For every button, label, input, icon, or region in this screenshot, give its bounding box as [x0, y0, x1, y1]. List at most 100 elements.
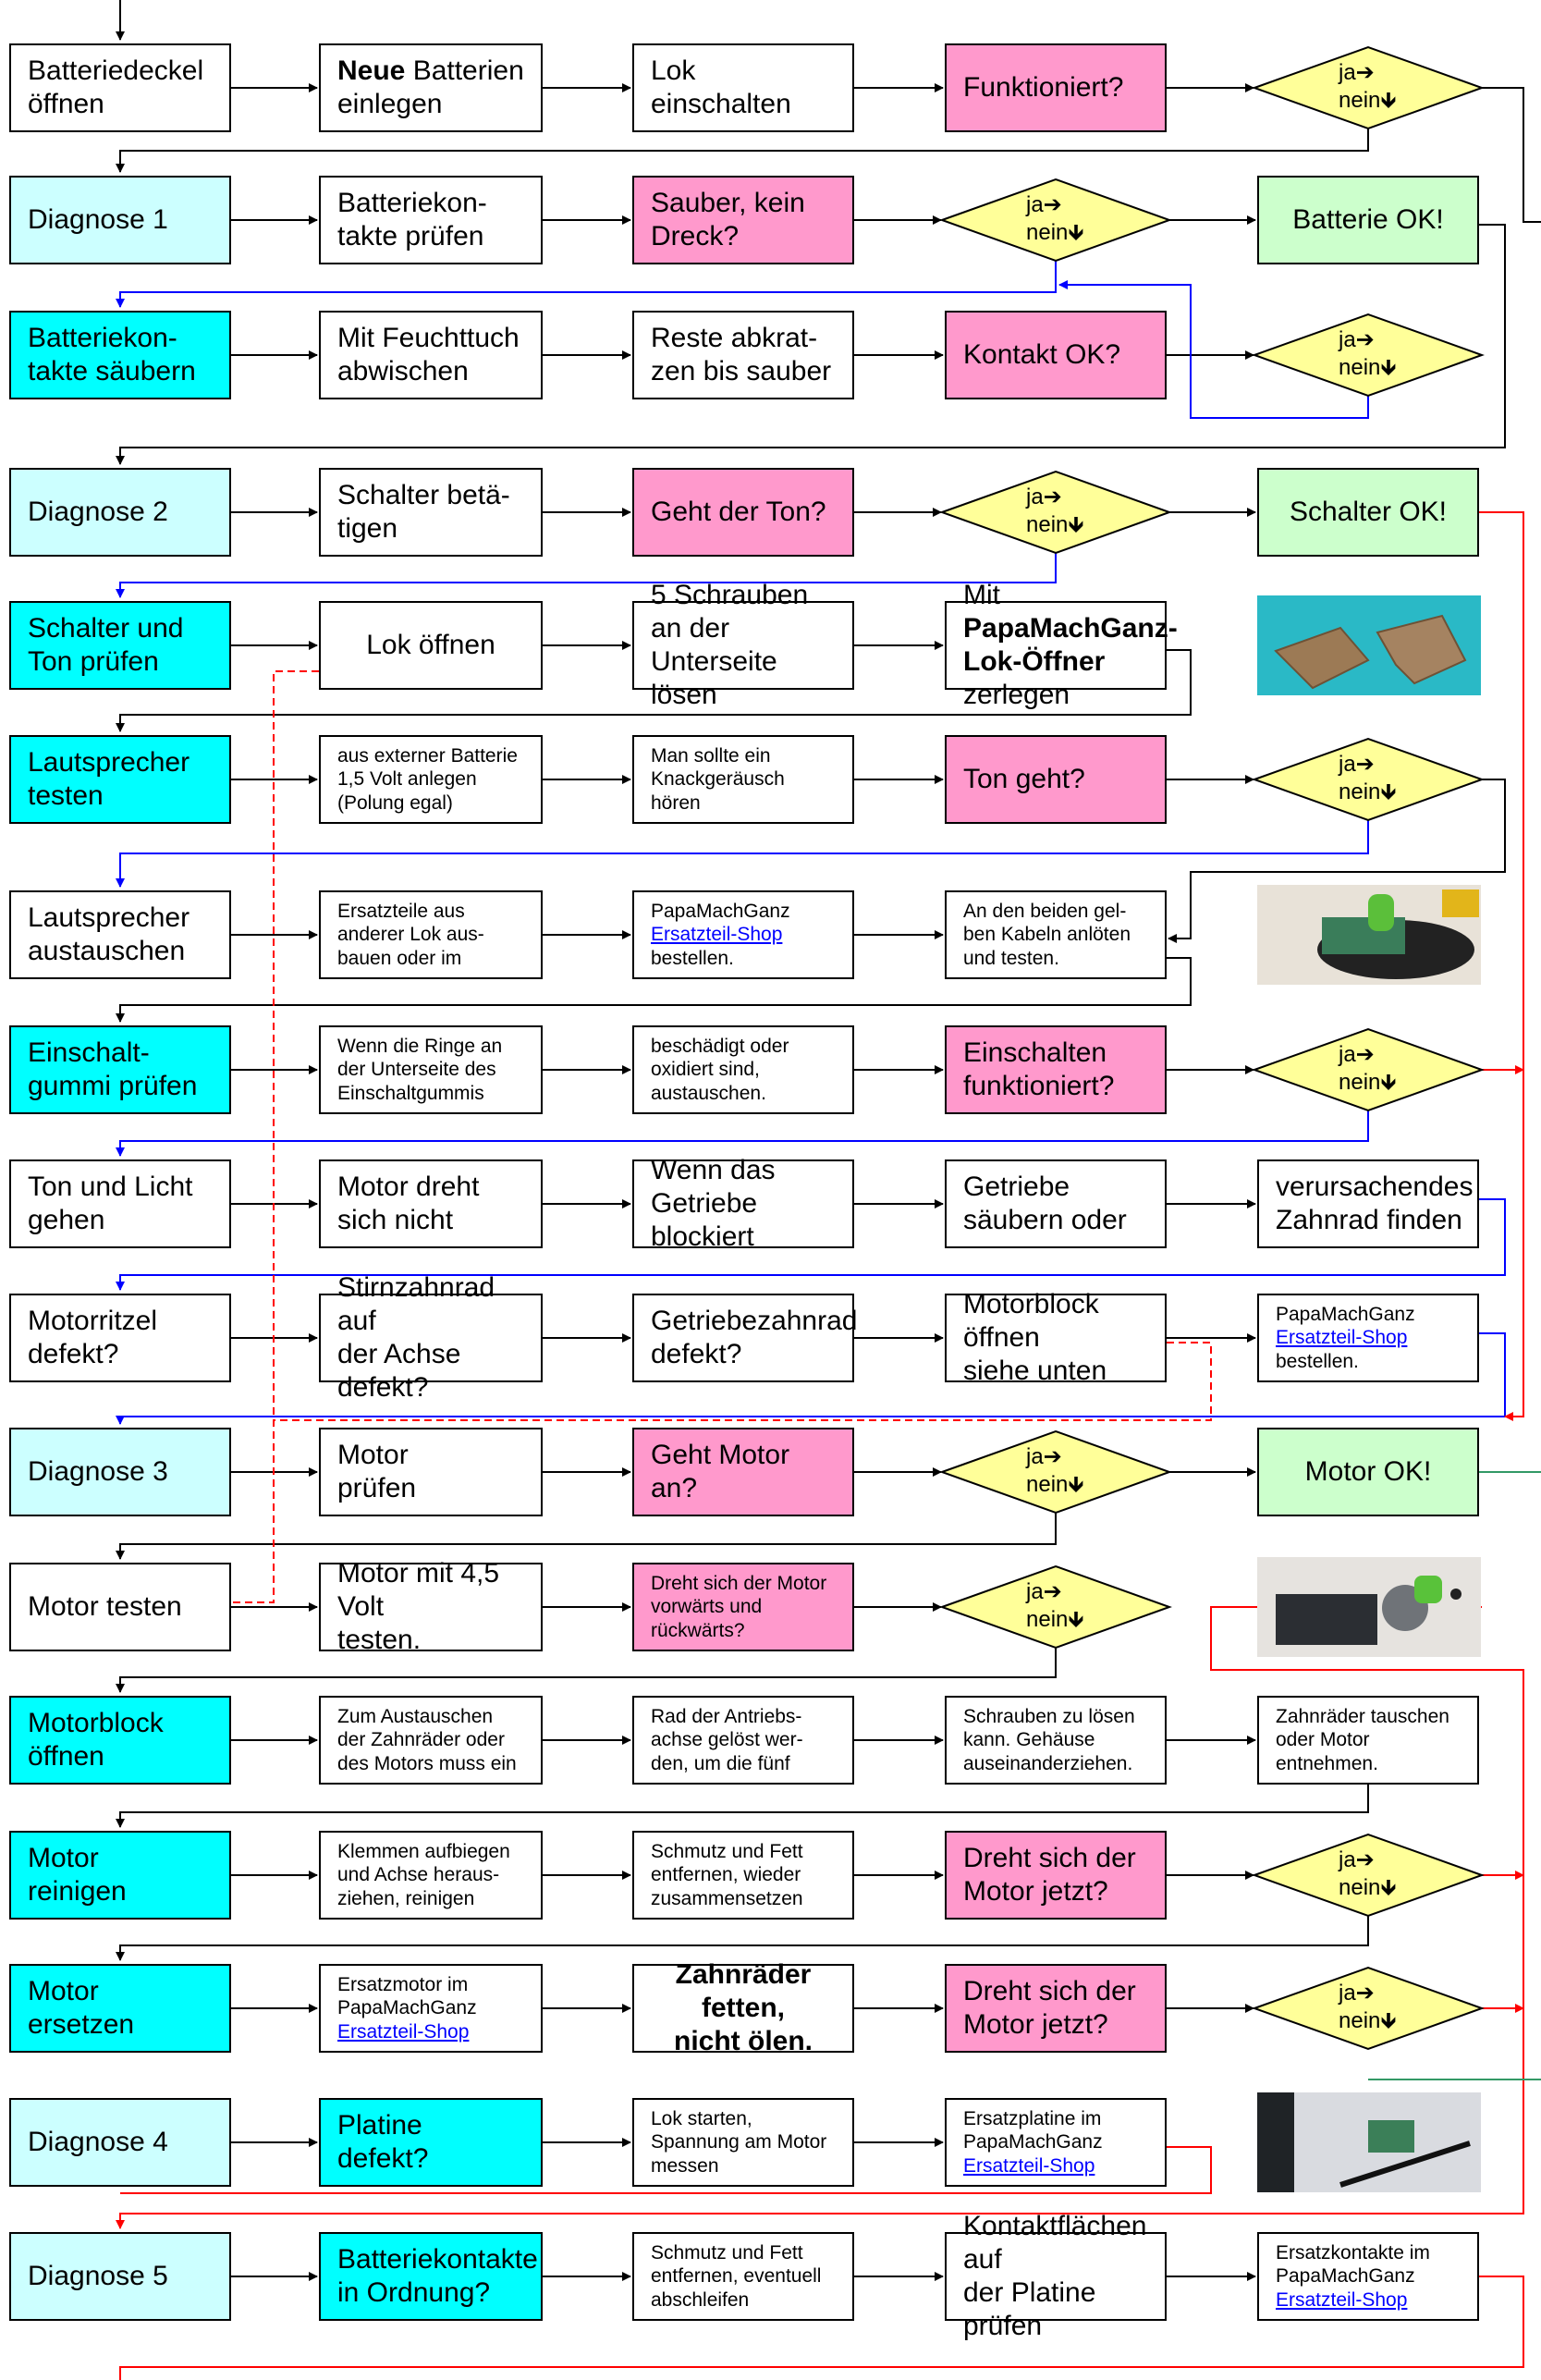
motorritzel-label-1: Motorritzel defekt? [28, 1306, 158, 1369]
motor-testen-box-3: Dreht sich der Motor vorwärts und rückwä… [632, 1563, 854, 1651]
motor-testen-box-1: Motor testen [9, 1563, 231, 1651]
diagnose-3-decision-diamond [939, 1429, 1172, 1515]
batteriedeckel-box-1: Batteriedeckel öffnen [9, 43, 231, 132]
diagnose-1-label-5: Batterie OK! [1292, 204, 1444, 235]
diagnose-5-box-2: Batteriekontakte in Ordnung? [319, 2232, 543, 2321]
ton-und-licht-box-5: verursachendes Zahnrad finden [1257, 1159, 1479, 1248]
schalter-ton-pruefen-box-1: Schalter und Ton prüfen [9, 601, 231, 690]
batteriedeckel-box-3: Lok einschalten [632, 43, 854, 132]
schalter-ton-pruefen-box-3: 5 Schrauben an der Unterseite lösen [632, 580, 854, 710]
diagnose-2-label-2: Schalter betä- tigen [337, 480, 510, 544]
diagnose-1-box-1: Diagnose 1 [9, 176, 231, 264]
lautsprecher-testen-label-1: Lautsprecher testen [28, 747, 190, 811]
label-part: PapaMachGanz [1276, 1304, 1415, 1326]
blue-arrow [116, 820, 1369, 888]
motorblock-oeffnen-label-4: Schrauben zu lösen kann. Gehäuse auseina… [963, 1706, 1135, 1774]
diagnose-1-label-1: Diagnose 1 [28, 204, 168, 235]
motor-ersetzen-box-4: Dreht sich der Motor jetzt? [945, 1964, 1167, 2053]
diagnose-2-label-5: Schalter OK! [1289, 497, 1448, 527]
motor-reinigen-box-3: Schmutz und Fett entfernen, wieder zusam… [632, 1831, 854, 1920]
batteriekontakte-saeubern-label-4: Kontakt OK? [963, 339, 1121, 370]
connector-arrow [1482, 87, 1541, 223]
ton-und-licht-label-1: Ton und Licht gehen [28, 1172, 193, 1235]
motor-reinigen-decision-diamond [1252, 1833, 1485, 1918]
batteriedeckel-box-2: Neue Batterien einlegen [319, 43, 543, 132]
einschaltgummi-pruefen-label-2: Wenn die Ringe an der Unterseite des Ein… [337, 1036, 503, 1104]
batteriedeckel-label-3: Lok einschalten [651, 55, 791, 119]
ton-und-licht-label-5: verursachendes Zahnrad finden [1276, 1172, 1474, 1235]
lautsprecher-austauschen-box-4: An den beiden gel- ben Kabeln anlöten un… [945, 890, 1167, 979]
lautsprecher-testen-label-3: Man sollte ein Knackgeräusch hören [651, 745, 785, 814]
ton-und-licht-label-2: Motor dreht sich nicht [337, 1172, 480, 1235]
diagnose-4-label-3: Lok starten, Spannung am Motor messen [651, 2108, 827, 2177]
connector-arrow [116, 1513, 1057, 1560]
lautsprecher-testen-box-4: Ton geht? [945, 735, 1167, 824]
diagnose-4-box-2: Platine defekt? [319, 2098, 543, 2187]
blue-arrow [116, 261, 1057, 308]
motor-ersetzen-decision-label: ja➔ nein🡻 [1339, 1981, 1397, 2033]
lautsprecher-austauschen-box-1: Lautsprecher austauschen [9, 890, 231, 979]
schalter-ton-pruefen-label-3: 5 Schrauben an der Unterseite lösen [651, 580, 809, 710]
diagnose-3-label-1: Diagnose 3 [28, 1456, 168, 1487]
motor-ersetzen-label-4: Dreht sich der Motor jetzt? [963, 1976, 1136, 2040]
motor-testen-box-2: Motor mit 4,5 Volt testen. [319, 1558, 543, 1655]
einschaltgummi-pruefen-box-4: Einschalten funktioniert? [945, 1025, 1167, 1114]
motor-reinigen-label-3: Schmutz und Fett entfernen, wieder zusam… [651, 1841, 803, 1909]
label-part: bestellen. [651, 947, 734, 969]
diagnose-1-box-2: Batteriekon- takte prüfen [319, 176, 543, 264]
label-part: PapaMachGanz- Lok-Öffner [963, 613, 1178, 677]
diagnose-5-label-4: Kontaktflächen auf der Platine prüfen [963, 2211, 1147, 2341]
shop-link[interactable]: Ersatzteil-Shop [963, 2154, 1095, 2177]
diagnose-3-box-3: Geht Motor an? [632, 1428, 854, 1516]
diagnose-5-box-3: Schmutz und Fett entfernen, eventuell ab… [632, 2232, 854, 2321]
ton-und-licht-box-4: Getriebe säubern oder [945, 1159, 1167, 1248]
dashed-red-line [231, 670, 319, 1603]
dashed-red-line [274, 1342, 1212, 1421]
diagnose-5-label-1: Diagnose 5 [28, 2261, 168, 2291]
diagnose-5-label-2: Batteriekontakte in Ordnung? [337, 2244, 538, 2308]
diagnose-5-box-1: Diagnose 5 [9, 2232, 231, 2321]
shop-link[interactable]: Ersatzteil-Shop [1276, 2288, 1408, 2311]
batteriekontakte-saeubern-box-2: Mit Feuchttuch abwischen [319, 311, 543, 399]
label-part: Batterien einlegen [337, 55, 524, 119]
motorblock-oeffnen-box-3: Rad der Antriebs- achse gelöst wer- den,… [632, 1696, 854, 1785]
lautsprecher-austauschen-box-2: Ersatzteile aus anderer Lok aus- bauen o… [319, 890, 543, 979]
label-part: bestellen. [1276, 1350, 1359, 1372]
batteriedeckel-label-1: Batteriedeckel öffnen [28, 55, 204, 119]
diagnose-2-label-1: Diagnose 2 [28, 497, 168, 527]
label-part: Ersatzplatine im PapaMachGanz [963, 2108, 1103, 2153]
motorritzel-box-3: Getriebezahnrad defekt? [632, 1294, 857, 1382]
shop-link[interactable]: Ersatzteil-Shop [1276, 1327, 1408, 1349]
red-line [119, 2276, 1524, 2380]
motorblock-oeffnen-box-4: Schrauben zu lösen kann. Gehäuse auseina… [945, 1696, 1167, 1785]
motor-ersetzen-box-3: Zahnräder fetten, nicht ölen. [632, 1959, 854, 2056]
motorblock-oeffnen-box-2: Zum Austauschen der Zahnräder oder des M… [319, 1696, 543, 1785]
motor-ersetzen-label-3: Zahnräder fetten, nicht ölen. [674, 1959, 813, 2056]
diagnose-2-box-3: Geht der Ton? [632, 468, 854, 557]
batteriekontakte-saeubern-decision-label: ja➔ nein🡻 [1339, 327, 1397, 380]
motorblock-oeffnen-label-1: Motorblock öffnen [28, 1708, 164, 1772]
diagnose-3-box-1: Diagnose 3 [9, 1428, 231, 1516]
diagnose-2-box-5: Schalter OK! [1257, 468, 1479, 557]
diagnose-3-label-5: Motor OK! [1304, 1456, 1432, 1487]
shop-link[interactable]: Ersatzteil-Shop [651, 924, 783, 946]
motor-testen-label-3: Dreht sich der Motor vorwärts und rückwä… [651, 1573, 827, 1641]
motorblock-oeffnen-box-1: Motorblock öffnen [9, 1696, 231, 1785]
diagnose-3-box-5: Motor OK! [1257, 1428, 1479, 1516]
motorblock-oeffnen-label-3: Rad der Antriebs- achse gelöst wer- den,… [651, 1706, 803, 1774]
einschaltgummi-pruefen-box-3: beschädigt oder oxidiert sind, austausch… [632, 1025, 854, 1114]
motor-testen-decision-diamond [939, 1564, 1172, 1650]
wooden-opener-photo [1257, 595, 1481, 695]
lautsprecher-testen-decision-diamond [1252, 737, 1485, 822]
diagnose-1-box-3: Sauber, kein Dreck? [632, 176, 854, 264]
diagnose-3-decision-label: ja➔ nein🡻 [1026, 1444, 1084, 1497]
motorritzel-box-2: Stirnzahnrad auf der Achse defekt? [319, 1272, 543, 1403]
lautsprecher-testen-box-1: Lautsprecher testen [9, 735, 231, 824]
batteriekontakte-saeubern-box-3: Reste abkrat- zen bis sauber [632, 311, 854, 399]
shop-link[interactable]: Ersatzteil-Shop [337, 2020, 470, 2043]
einschaltgummi-pruefen-box-2: Wenn die Ringe an der Unterseite des Ein… [319, 1025, 543, 1114]
motor-reinigen-box-1: Motor reinigen [9, 1831, 231, 1920]
diagnose-4-box-4: Ersatzplatine im PapaMachGanz Ersatzteil… [945, 2098, 1167, 2187]
lautsprecher-austauschen-label-4: An den beiden gel- ben Kabeln anlöten un… [963, 901, 1131, 969]
motor-reinigen-label-2: Klemmen aufbiegen und Achse heraus- zieh… [337, 1841, 510, 1909]
